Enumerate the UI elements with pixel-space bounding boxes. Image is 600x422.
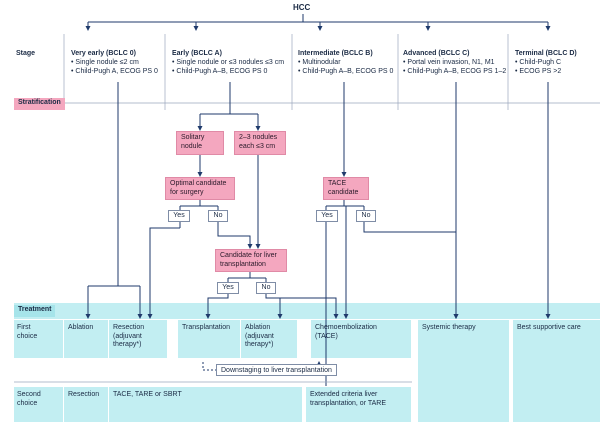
- optimal-no-label: No: [208, 210, 228, 222]
- first-ablation2-cell: [241, 320, 297, 358]
- second-extended-cell: [306, 387, 411, 422]
- first-chemoembolization: Chemoembolization(TACE): [315, 324, 377, 340]
- liver-tx-yes-label: Yes: [217, 282, 239, 294]
- first-choice-label-cell: [14, 320, 63, 358]
- second-label-cell: [14, 387, 63, 422]
- stage-very-early-bullet: • Single nodule ≤2 cm: [71, 59, 139, 66]
- stage-intermediate-title: Intermediate (BCLC B): [298, 50, 373, 57]
- stage-early-bullet: • Single nodule or ≤3 nodules ≤3 cm: [172, 59, 285, 66]
- first-systemic-therapy: Systemic therapy: [422, 324, 476, 331]
- stage-terminal-bullet: • Child-Pugh C: [515, 59, 562, 66]
- tace-no-label: No: [356, 210, 376, 222]
- optimal-yes-label: Yes: [168, 210, 190, 222]
- second-tace-cell: [109, 387, 302, 422]
- stage-intermediate-bullet: • Child-Pugh A–B, ECOG PS 0: [298, 68, 394, 75]
- stage-terminal-bullet: • ECOG PS >2: [515, 68, 562, 75]
- hcc-title: HCC: [293, 3, 311, 12]
- stage-advanced-title: Advanced (BCLC C): [403, 50, 470, 57]
- stage-early-bullet: • Child-Pugh A–B, ECOG PS 0: [172, 68, 268, 75]
- first-chemo-cell: [311, 320, 411, 358]
- stage-very-early-title: Very early (BCLC 0): [71, 50, 136, 57]
- treatment-header: Treatment: [14, 305, 56, 317]
- stage-intermediate-bullet: • Multinodular: [298, 59, 341, 66]
- second-resection: Resection: [68, 391, 100, 398]
- tace-yes-label: Yes: [316, 210, 338, 222]
- second-tace-tare-sbrt: TACE, TARE or SBRT: [113, 391, 182, 398]
- stage-advanced-bullet: • Portal vein invasion, N1, M1: [403, 59, 495, 66]
- stage-row-label: Stage: [16, 50, 36, 57]
- first-best-supportive-care: Best supportive care: [517, 324, 581, 331]
- supportive-column: [513, 320, 600, 422]
- systemic-column: [418, 320, 509, 422]
- first-transplant-cell: [178, 320, 240, 358]
- second-resection-cell: [64, 387, 108, 422]
- first-ablation-cell: [64, 320, 108, 358]
- stage-early-title: Early (BCLC A): [172, 50, 222, 57]
- first-ablation: Ablation: [68, 324, 94, 331]
- first-transplantation: Transplantation: [182, 324, 230, 331]
- stage-advanced-bullet: • Child-Pugh A–B, ECOG PS 1–2: [403, 68, 507, 75]
- stage-very-early-bullet: • Child-Pugh A, ECOG PS 0: [71, 68, 158, 75]
- liver-tx-no-label: No: [256, 282, 276, 294]
- first-resection-cell: [109, 320, 167, 358]
- stage-terminal-title: Terminal (BCLC D): [515, 50, 577, 57]
- downstaging-box: Downstaging to liver transplantation: [216, 364, 337, 376]
- stratification-header: Stratification: [14, 98, 65, 110]
